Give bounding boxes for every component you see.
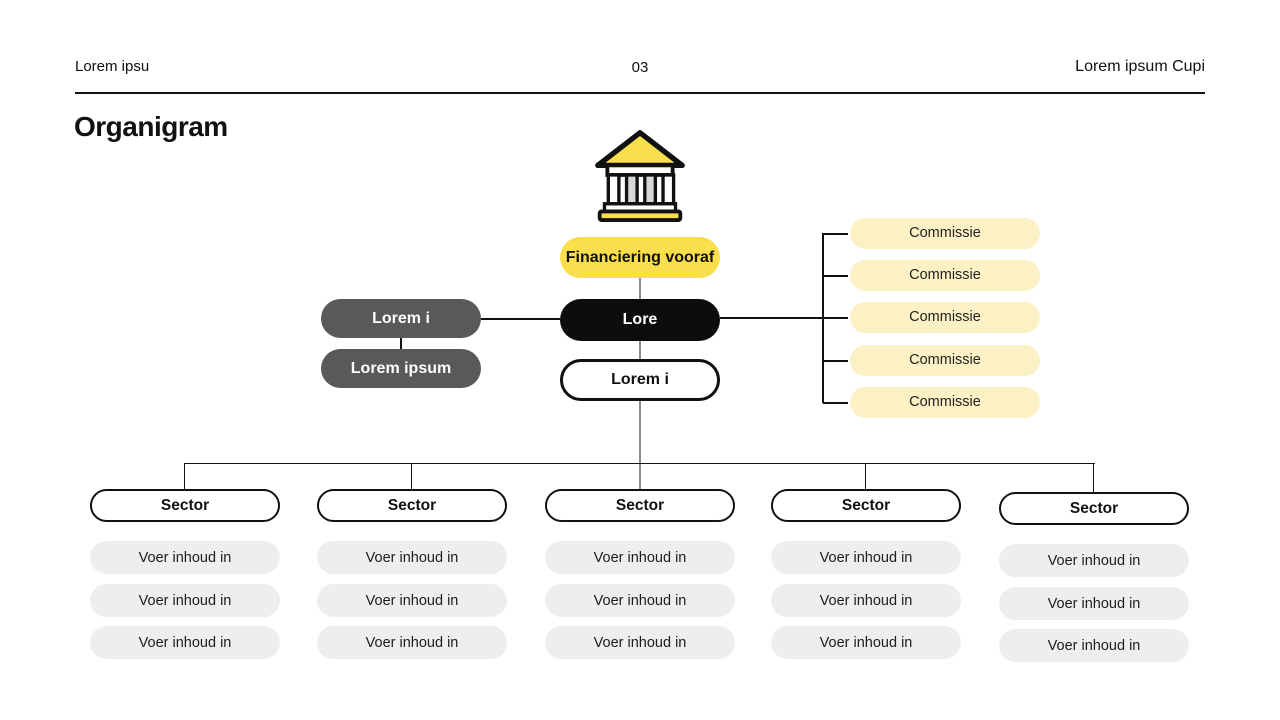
- committee-stub-5: [823, 402, 848, 404]
- sector-item: Voer inhoud in: [771, 584, 961, 617]
- sector-item: Voer inhoud in: [771, 626, 961, 659]
- sector-item: Voer inhoud in: [999, 544, 1189, 577]
- header-left-text: Lorem ipsu: [75, 58, 150, 75]
- page-title: Organigram: [74, 111, 228, 142]
- sector-item: Voer inhoud in: [90, 584, 280, 617]
- sector-item: Voer inhoud in: [545, 626, 735, 659]
- sector-column-2: Sector Voer inhoud in Voer inhoud in Voe…: [317, 489, 507, 659]
- committee-node-2: Commissie: [850, 260, 1040, 291]
- connector-sub-to-sectors: [639, 401, 641, 489]
- sector-node: Sector: [317, 489, 507, 522]
- sector-stub-4: [865, 463, 867, 489]
- connector-center-to-committees: [720, 317, 848, 319]
- committee-node-4: Commissie: [850, 345, 1040, 376]
- sector-item: Voer inhoud in: [90, 626, 280, 659]
- committee-node-1: Commissie: [850, 218, 1040, 249]
- sector-item: Voer inhoud in: [999, 629, 1189, 662]
- left-node-2: Lorem ipsum: [321, 349, 481, 388]
- committee-stub-4: [823, 360, 848, 362]
- connector-left-pills: [400, 338, 402, 349]
- committee-stub-1: [823, 233, 848, 235]
- sector-column-5: Sector Voer inhoud in Voer inhoud in Voe…: [999, 492, 1189, 662]
- header-right-text: Lorem ipsum Cupi: [1075, 58, 1205, 75]
- connector-center-to-sub: [639, 341, 641, 359]
- sector-node: Sector: [545, 489, 735, 522]
- sector-stub-2: [411, 463, 413, 489]
- sector-item: Voer inhoud in: [317, 584, 507, 617]
- sub-node: Lorem i: [560, 359, 720, 401]
- sector-item: Voer inhoud in: [545, 584, 735, 617]
- committee-node-5: Commissie: [850, 387, 1040, 418]
- committee-node-3: Commissie: [850, 302, 1040, 333]
- sector-node: Sector: [771, 489, 961, 522]
- left-node-1: Lorem i: [321, 299, 481, 338]
- committee-stub-2: [823, 275, 848, 277]
- sector-column-1: Sector Voer inhoud in Voer inhoud in Voe…: [90, 489, 280, 659]
- sector-stub-5: [1093, 463, 1095, 492]
- sector-item: Voer inhoud in: [317, 541, 507, 574]
- connector-left-group: [481, 318, 560, 320]
- sector-node: Sector: [999, 492, 1189, 525]
- sector-stub-1: [184, 463, 186, 489]
- page-number: 03: [631, 59, 649, 76]
- sector-item: Voer inhoud in: [999, 587, 1189, 620]
- header-divider: [75, 92, 1205, 94]
- sector-item: Voer inhoud in: [545, 541, 735, 574]
- root-node: Financiering vooraf: [560, 237, 720, 278]
- center-node: Lore: [560, 299, 720, 341]
- sector-item: Voer inhoud in: [317, 626, 507, 659]
- connector-root-to-center: [639, 278, 641, 299]
- committee-bracket-line: [822, 233, 824, 403]
- sector-bus-line: [184, 463, 1095, 465]
- sector-column-4: Sector Voer inhoud in Voer inhoud in Voe…: [771, 489, 961, 659]
- sector-item: Voer inhoud in: [90, 541, 280, 574]
- sector-node: Sector: [90, 489, 280, 522]
- bank-building-icon: [595, 130, 685, 222]
- sector-item: Voer inhoud in: [771, 541, 961, 574]
- sector-column-3: Sector Voer inhoud in Voer inhoud in Voe…: [545, 489, 735, 659]
